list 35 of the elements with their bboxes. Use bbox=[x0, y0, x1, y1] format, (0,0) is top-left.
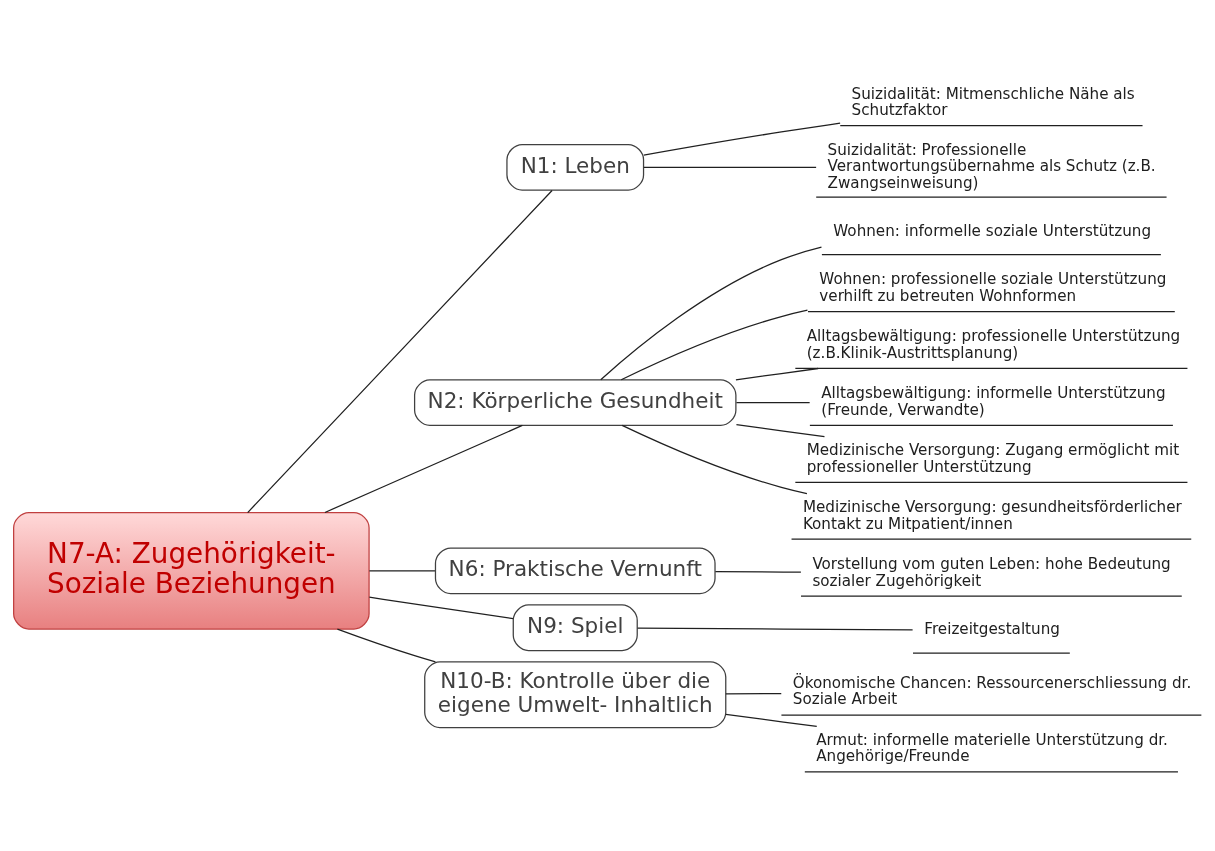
connector bbox=[714, 570, 802, 573]
node-text: Freizeitgestaltung bbox=[924, 619, 1060, 638]
node-text: Wohnen: professionelle soziale Unterstützung verhilft zu betreuten Wohnformen bbox=[819, 269, 1167, 305]
connector bbox=[643, 166, 817, 168]
connector bbox=[636, 627, 914, 630]
connector bbox=[324, 424, 523, 513]
node-box: N2: Körperliche Gesundheit bbox=[414, 378, 737, 426]
node-box: N1: Leben bbox=[506, 143, 645, 191]
node-box: N6: Praktische Vernunft bbox=[434, 546, 716, 594]
node-text: Vorstellung vom guten Leben: hohe Bedeutung sozialer Zugehörigkeit bbox=[812, 554, 1171, 589]
node-box: N10-B: Kontrolle über die eigene Umwelt- Inhaltlich bbox=[424, 660, 727, 728]
connector bbox=[620, 309, 809, 380]
connector bbox=[247, 189, 553, 513]
node-text: Alltagsbewältigung: professionelle Unterstützung (z.B.Klinik-Austrittsplanung) bbox=[806, 326, 1181, 362]
connector bbox=[725, 713, 818, 727]
node-text: Medizinische Versorgung: Zugang ermöglicht mit professioneller Unterstützung bbox=[806, 440, 1180, 476]
node-text: Suizidalität: Mitmenschliche Nähe als Schutzfaktor bbox=[851, 84, 1135, 119]
connector bbox=[336, 627, 437, 662]
node-box: N9: Spiel bbox=[512, 603, 638, 651]
node-text: Medizinische Versorgung: gesundheitsförderlicher Kontakt zu Mitpatient/innen bbox=[802, 497, 1182, 533]
node-text: Suizidalität: Professionelle Verantwortungsübernahme als Schutz (z.B. Zwangseinweisung) bbox=[827, 140, 1156, 192]
node-text: Armut: informelle materielle Unterstützung dr. Angehörige/Freunde bbox=[816, 730, 1168, 765]
connector bbox=[735, 367, 819, 380]
connector bbox=[643, 122, 841, 156]
connector bbox=[600, 246, 823, 380]
connector bbox=[368, 569, 436, 571]
connector bbox=[621, 424, 808, 494]
node-box: N7-A: Zugehörigkeit- Soziale Beziehungen bbox=[13, 511, 370, 630]
connector bbox=[725, 692, 782, 694]
connector bbox=[735, 423, 826, 437]
node-text: Ökonomische Chancen: Ressourcenerschliessung dr. Soziale Arbeit bbox=[792, 673, 1192, 708]
connector bbox=[735, 401, 811, 403]
node-text: Wohnen: informelle soziale Unterstützung bbox=[833, 221, 1152, 240]
connector bbox=[368, 596, 514, 619]
node-text: Alltagsbewältigung: informelle Unterstützung (Freunde, Verwandte) bbox=[821, 383, 1166, 419]
